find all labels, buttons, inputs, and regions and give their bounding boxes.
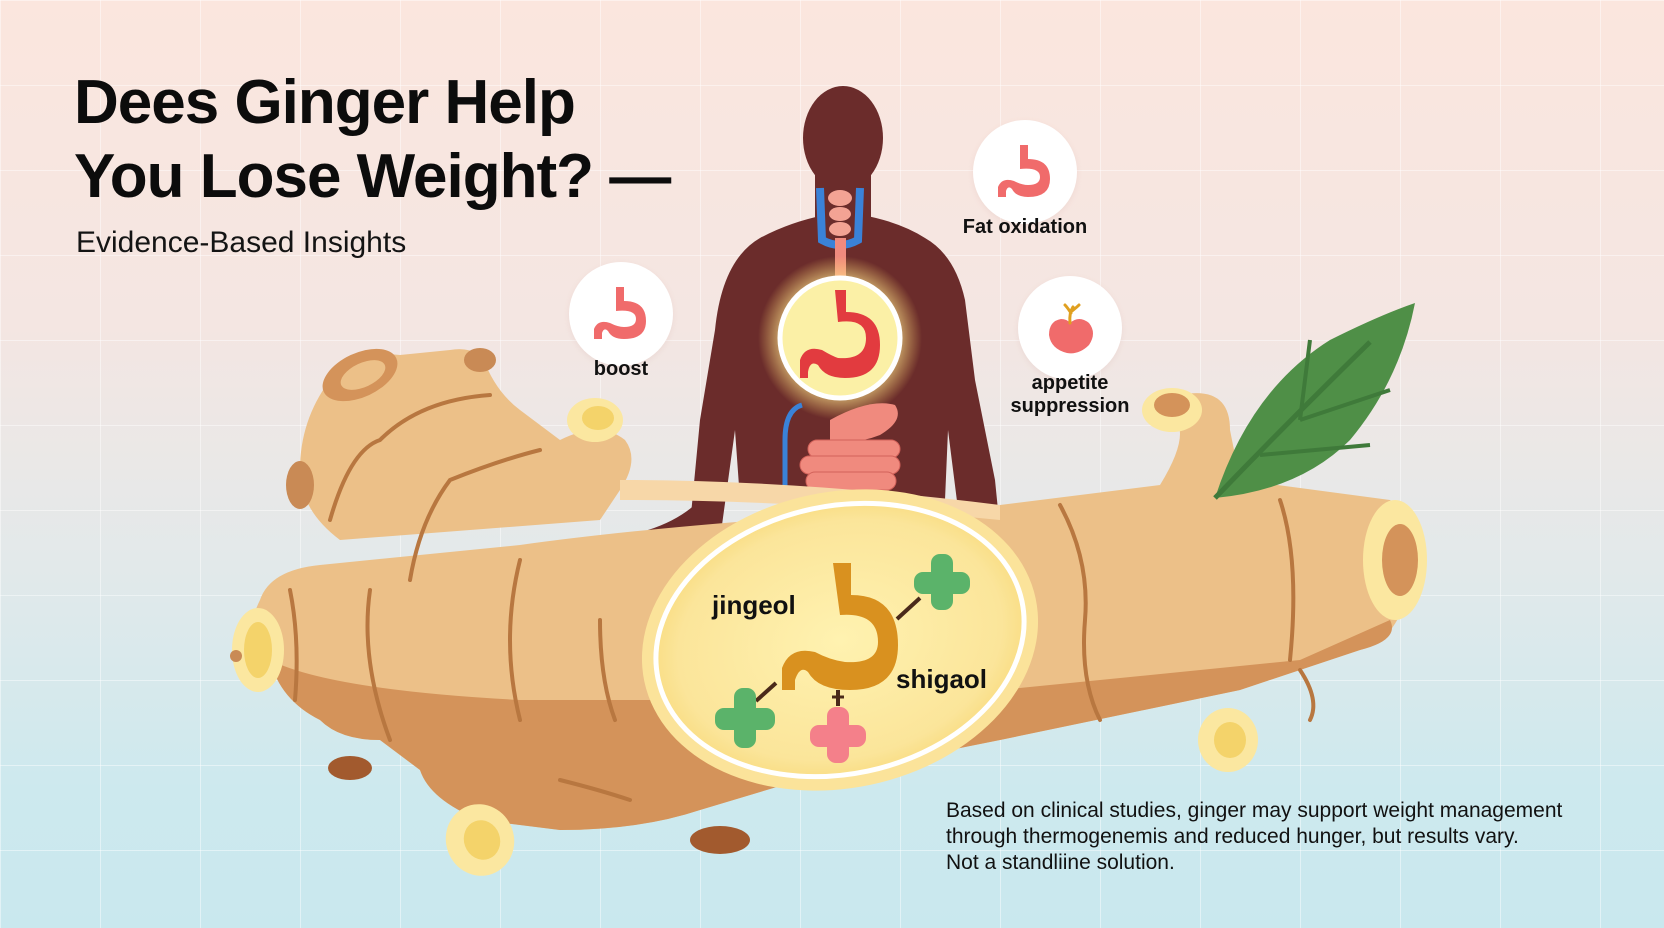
plus-icon-green [715, 688, 775, 748]
badge-boost: boost [568, 262, 674, 381]
badge-circle [973, 120, 1077, 224]
badge-label: appetite suppression [1000, 372, 1140, 418]
apple-sprout-icon [1049, 303, 1093, 354]
leaf-icon [1213, 303, 1415, 500]
badge-label-line-1: appetite [1031, 372, 1109, 394]
title-line-1: Dees Ginger Help [74, 68, 576, 137]
ginger-cross-section [641, 489, 1039, 791]
title-line-2: You Lose Weight? — [74, 142, 671, 211]
stomach-icon [998, 145, 1050, 197]
badge-fat-oxidation: Fat oxidation [955, 120, 1095, 239]
badge-label: boost [593, 358, 649, 380]
stomach-icon [594, 287, 646, 339]
compound-label-shigaol: shigaol [896, 664, 988, 694]
highlighted-stomach [758, 256, 922, 420]
caption-line-2: through thermogenemis and reduced hunger… [946, 825, 1519, 848]
badge-label: Fat oxidation [962, 216, 1088, 238]
badge-label-line-2: suppression [1010, 395, 1130, 417]
caption-paragraph: Based on clinical studies, ginger may su… [946, 798, 1562, 876]
compound-label-jingeol: jingeol [712, 590, 796, 620]
plus-icon-green [914, 554, 970, 610]
badge-circle [569, 262, 673, 366]
badge-circle [1018, 276, 1122, 380]
badge-appetite-suppression: appetite suppression [1000, 276, 1140, 418]
caption-line-1: Based on clinical studies, ginger may su… [946, 799, 1563, 822]
subtitle: Evidence-Based Insights [76, 226, 407, 259]
page-title: Dees Ginger Help You Lose Weight? — [74, 66, 671, 214]
intestines-icon [782, 402, 901, 491]
caption-line-3: Not a standliine solution. [946, 851, 1175, 874]
plus-icon-pink [810, 707, 866, 763]
